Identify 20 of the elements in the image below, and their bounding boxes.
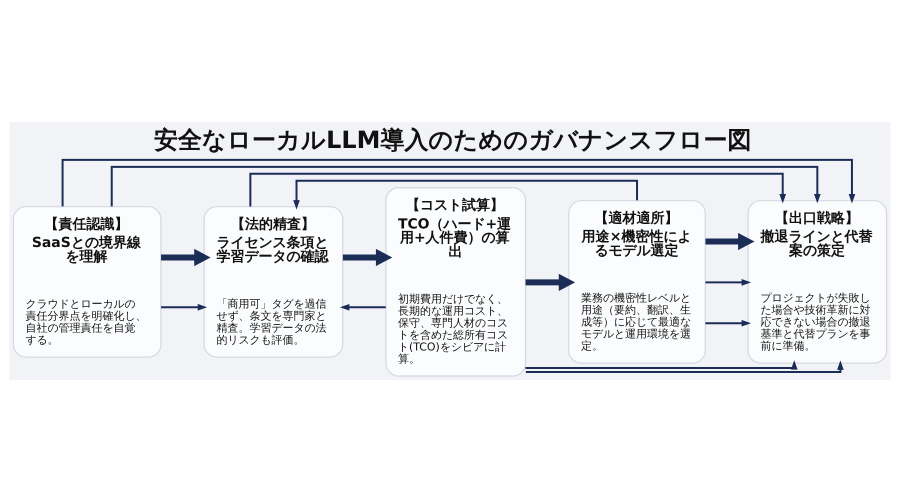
arrow (705, 232, 754, 250)
node-box: 【法的精査】 ライセンス条項と学習データの確認 「商用可」タグを過信せず、条文を専門家と精査。学習データの法的リスクも評価。 (204, 206, 344, 358)
arrow (161, 248, 211, 266)
node-box: 【責任認識】 SaaSとの境界線を理解 クラウドとローカルの責任分界点を明確化し、自社の管理責任を自覚する。 (12, 206, 162, 358)
node-box: 【適材適所】 用途×機密性によるモデル選定 業務の機密性レベルと用途（要約、翻訳、生成等）に応じて最適なモデルと運用環境を選定。 (568, 200, 706, 364)
arrow (293, 180, 638, 210)
arrow (705, 279, 752, 286)
arrow (161, 304, 208, 311)
arrow (525, 360, 798, 370)
arrow (705, 320, 752, 327)
arrow (110, 166, 821, 206)
arrow (62, 158, 856, 206)
arrow (342, 248, 392, 266)
arrow (526, 360, 844, 374)
diagram-title: 安全なローカルLLM導入のためのガバナンスフロー図 (154, 126, 752, 154)
arrow (249, 172, 786, 207)
node-box: 【出口戦略】 撤退ラインと代替案の策定 プロジェクトが失敗した場合や技術革新に対応できない場合の撤退基準と代替プランを事前に準備。 (748, 200, 888, 364)
arrow (526, 274, 576, 291)
arrow (340, 304, 386, 311)
node-box: 【コスト試算】 TCO（ハード+運用+人件費）の算出 初期費用だけでなく、長期的な運用コスト、保守、専門人材のコストを含めた総所有コスト(TCO)をシビアに計算。 (385, 187, 526, 377)
